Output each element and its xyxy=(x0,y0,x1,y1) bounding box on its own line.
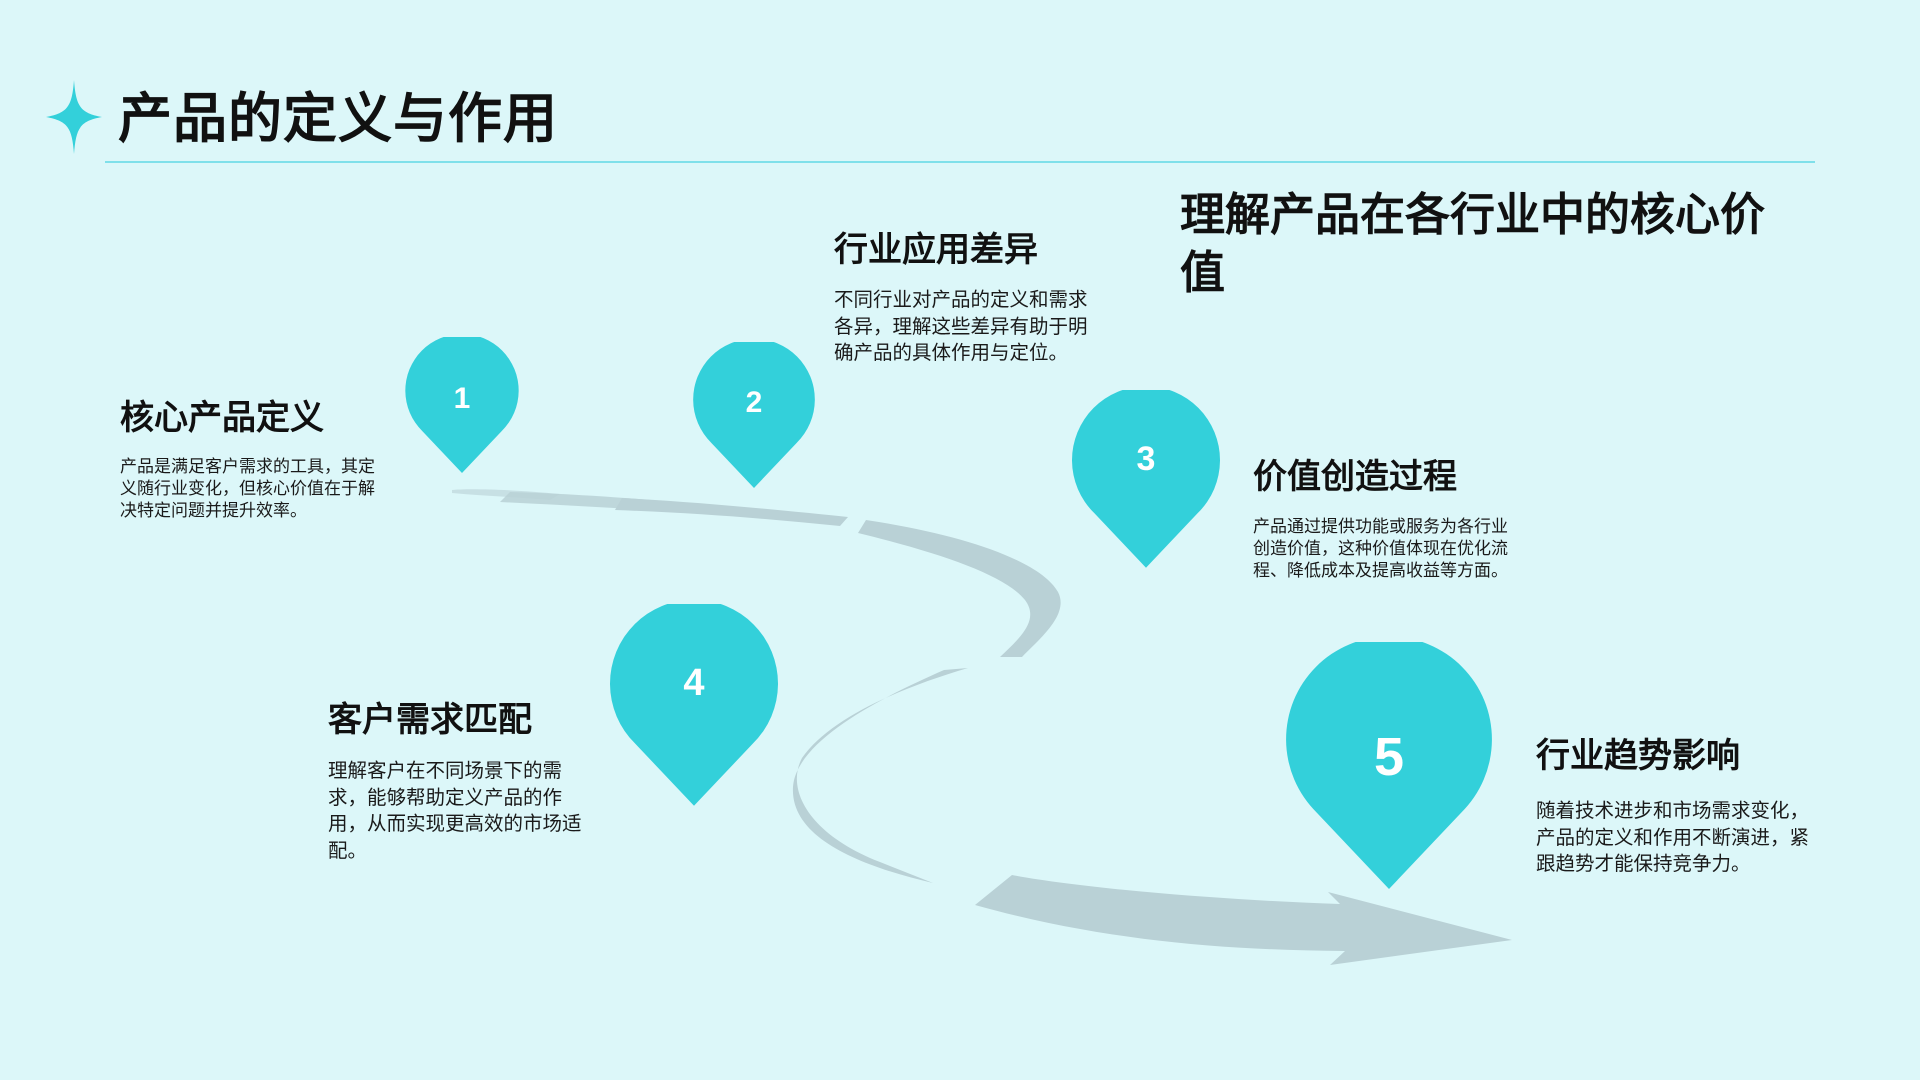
step-title-5: 行业趋势影响 xyxy=(1536,736,1740,776)
step-marker-1: 1 xyxy=(405,333,519,473)
map-pin-icon xyxy=(1286,636,1492,889)
slide-subtitle: 理解产品在各行业中的核心价值 xyxy=(1180,188,1766,299)
map-pin-icon xyxy=(610,599,778,806)
step-marker-3: 3 xyxy=(1072,386,1220,568)
step-marker-4: 4 xyxy=(610,599,778,806)
step-title-2: 行业应用差异 xyxy=(834,230,1038,270)
page-title: 产品的定义与作用 xyxy=(118,87,558,150)
step-description-5: 随着技术进步和市场需求变化，产品的定义和作用不断演进，紧跟趋势才能保持竞争力。 xyxy=(1536,799,1810,875)
step-description-3: 产品通过提供功能或服务为各行业创造价值，这种价值体现在优化流程、降低成本及提高收… xyxy=(1253,517,1508,581)
step-description-2: 不同行业对产品的定义和需求各异，理解这些差异有助于明确产品的具体作用与定位。 xyxy=(834,288,1088,364)
step-description-1: 产品是满足客户需求的工具，其定义随行业变化，但核心价值在于解决特定问题并提升效率… xyxy=(120,457,375,521)
step-title-4: 客户需求匹配 xyxy=(328,700,532,740)
title-divider xyxy=(105,161,1815,163)
map-pin-icon xyxy=(405,333,519,473)
step-marker-5: 5 xyxy=(1286,636,1492,889)
map-pin-icon xyxy=(1072,386,1220,568)
step-title-3: 价值创造过程 xyxy=(1253,457,1457,497)
step-description-4: 理解客户在不同场景下的需求，能够帮助定义产品的作用，从而实现更高效的市场适配。 xyxy=(328,759,582,862)
four-point-star-icon xyxy=(46,80,102,154)
step-marker-2: 2 xyxy=(693,338,815,488)
map-pin-icon xyxy=(693,338,815,488)
step-title-1: 核心产品定义 xyxy=(120,398,324,438)
